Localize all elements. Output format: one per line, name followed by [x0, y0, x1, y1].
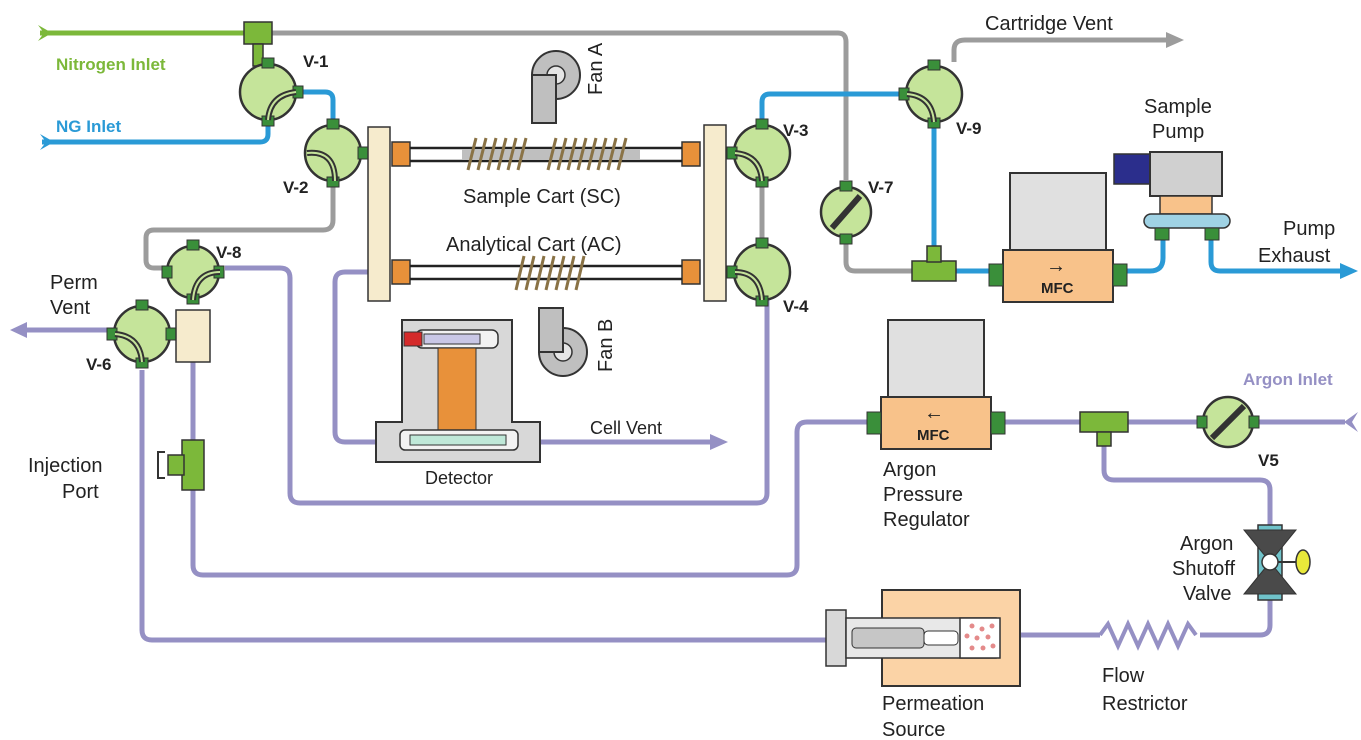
blue-v3-v9	[759, 91, 905, 128]
nitrogen-inlet-arrow	[38, 25, 52, 41]
permeation-source-label-2: Source	[882, 719, 945, 740]
permeation-source-label-1: Permeation	[882, 693, 984, 715]
purple-shutoff-restrictor	[1200, 595, 1273, 638]
purple-v6-perm	[139, 370, 830, 643]
purple-ac-detector	[332, 269, 378, 445]
cell-vent-arrow	[710, 434, 728, 450]
valve-v4[interactable]	[726, 237, 792, 307]
cartridge-vent-line	[951, 37, 1168, 62]
detector-label: Detector	[425, 468, 493, 488]
valve-v9-label: V-9	[956, 119, 982, 138]
ng-inlet-arrow	[40, 134, 54, 150]
argon-regulator-label-3: Regulator	[883, 509, 970, 531]
argon-regulator-label-2: Pressure	[883, 484, 963, 506]
detector-unit	[375, 319, 541, 463]
argon-shutoff-label-2: Shutoff	[1172, 558, 1235, 580]
valve-v5-label: V5	[1258, 451, 1279, 470]
fan-a-icon	[531, 50, 581, 124]
valve-v3-label: V-3	[783, 121, 809, 140]
ng-inlet-line	[42, 120, 271, 145]
sample-mfc	[988, 172, 1128, 303]
argon-inlet-label: Argon Inlet	[1243, 370, 1333, 389]
flow-restrictor-label-1: Flow	[1102, 665, 1145, 687]
flow-restrictor	[1098, 619, 1198, 651]
gray-v2-v8	[143, 180, 336, 271]
valve-v2[interactable]	[303, 118, 369, 188]
valve-v7-label: V-7	[868, 178, 894, 197]
sample-cart-label: Sample Cart (SC)	[463, 186, 621, 208]
argon-tee	[1079, 411, 1129, 447]
perm-vent-label-1: Perm	[50, 272, 98, 294]
valve-v1[interactable]	[238, 57, 304, 127]
right-cart-panel	[703, 124, 727, 302]
valve-v9[interactable]	[898, 59, 964, 129]
analytical-cart	[391, 255, 701, 291]
permeation-source	[825, 589, 1021, 687]
analytical-cart-label: Analytical Cart (AC)	[446, 234, 622, 256]
nitrogen-inlet-label: Nitrogen Inlet	[56, 55, 166, 74]
sample-mfc-arrow: →	[1046, 255, 1066, 277]
gray-line-v7-down	[843, 240, 915, 274]
flow-restrictor-label-2: Restrictor	[1102, 693, 1188, 715]
fan-a-label: Fan A	[585, 42, 607, 95]
ng-inlet-label: NG Inlet	[56, 117, 122, 136]
argon-mfc-label: MFC	[917, 427, 950, 444]
valve-v6-label: V-6	[86, 355, 112, 374]
blue-pump-exhaust	[1208, 238, 1342, 274]
injection-port-label-2: Port	[62, 481, 99, 503]
argon-shutoff-label-3: Valve	[1183, 583, 1232, 605]
left-cart-panel	[367, 126, 391, 302]
blue-mfc-pump	[1125, 238, 1166, 274]
injection-port[interactable]	[157, 439, 205, 491]
argon-regulator-label-1: Argon	[883, 459, 936, 481]
valve-v1-label: V-1	[303, 52, 329, 71]
purple-injection-loop	[190, 362, 875, 578]
fan-b-label: Fan B	[595, 319, 617, 372]
pump-exhaust-arrow	[1340, 263, 1358, 279]
injection-port-label-1: Injection	[28, 455, 103, 477]
valve-v5[interactable]	[1196, 395, 1260, 449]
argon-mfc-arrow: ←	[924, 402, 944, 424]
pump-exhaust-label-2: Exhaust	[1258, 245, 1331, 267]
cartridge-vent-label: Cartridge Vent	[985, 13, 1113, 35]
valve-v8[interactable]	[161, 239, 225, 305]
argon-inlet-arrow	[1344, 412, 1358, 432]
argon-shutoff-valve[interactable]	[1242, 524, 1311, 601]
cartridge-vent-arrow	[1166, 32, 1184, 48]
valve-v3[interactable]	[726, 118, 792, 188]
valve-v2-label: V-2	[283, 178, 309, 197]
valve-v8-label: V-8	[216, 243, 242, 262]
sample-pump[interactable]	[1113, 151, 1231, 241]
blue-v1-v2	[300, 89, 336, 125]
valve-v4-label: V-4	[783, 297, 809, 316]
purple-tee-shutoff	[1101, 430, 1273, 540]
perm-vent-label-2: Vent	[50, 297, 90, 319]
fan-b-icon	[538, 307, 588, 377]
sample-cart	[391, 137, 701, 171]
cell-vent-label: Cell Vent	[590, 418, 662, 438]
valve-v6[interactable]	[106, 299, 177, 369]
argon-mfc	[866, 319, 1006, 450]
sample-pump-label-2: Pump	[1152, 121, 1204, 143]
valve-v7[interactable]	[819, 180, 873, 245]
pump-exhaust-label-1: Pump	[1283, 218, 1335, 240]
sample-mfc-label: MFC	[1041, 280, 1074, 297]
perm-vent-arrow	[10, 322, 27, 338]
gray-line-top	[270, 30, 849, 180]
manifold-block	[175, 309, 211, 363]
argon-shutoff-label-1: Argon	[1180, 533, 1233, 555]
sample-tee	[911, 245, 957, 282]
sample-pump-label-1: Sample	[1144, 96, 1212, 118]
purple-v8-loop	[225, 265, 770, 506]
